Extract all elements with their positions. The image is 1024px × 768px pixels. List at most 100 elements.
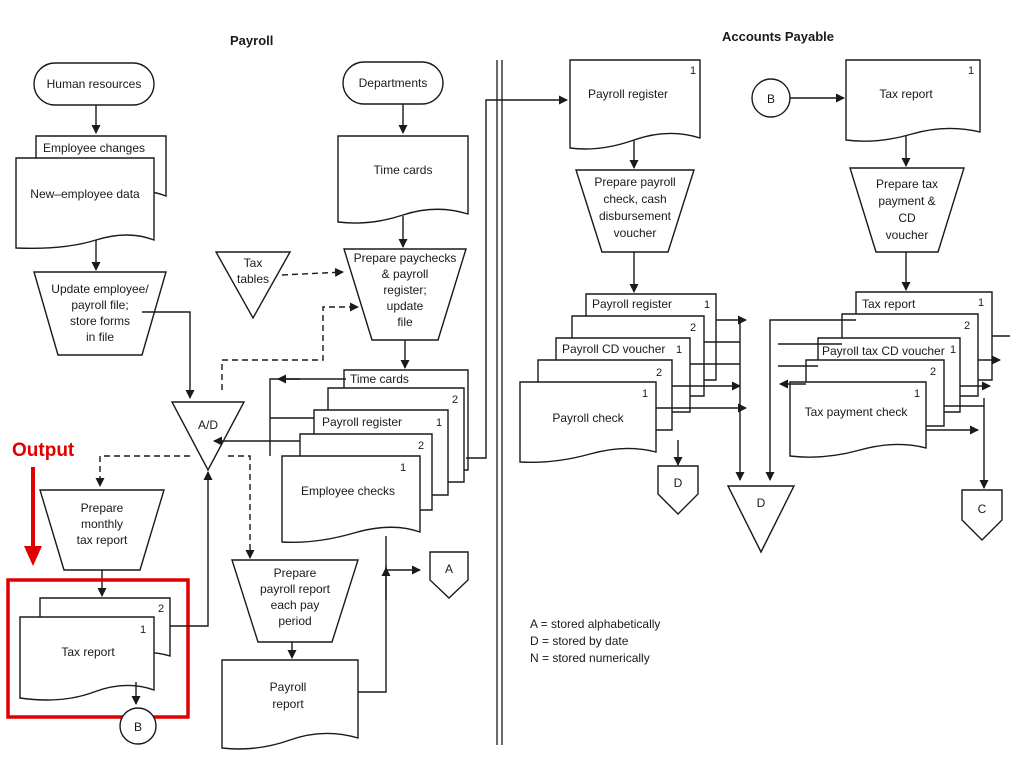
- prepare-payroll-check-line-3: disbursement: [599, 209, 672, 223]
- tax-stack-tax-report-label: Tax report: [862, 297, 916, 311]
- departments-terminal: Departments: [342, 61, 444, 105]
- update-file-process: Update employee/ payroll file; store for…: [33, 271, 167, 356]
- employee-changes-label: Employee changes: [43, 141, 145, 155]
- ad-file-label: A/D: [198, 418, 218, 432]
- ap-stack-copy-number: 2: [690, 322, 696, 334]
- connector-c-label: C: [978, 502, 987, 516]
- prepare-tax-payment-line-4: voucher: [886, 228, 929, 242]
- prepare-paychecks-line-3: register;: [383, 283, 426, 297]
- connector-c: C: [961, 489, 1003, 541]
- prepare-paychecks-line-2: & payroll: [382, 267, 429, 281]
- update-file-line-2: payroll file;: [71, 298, 128, 312]
- payroll-report-line-1: Payroll: [270, 680, 307, 694]
- tax-stack-copy-number: 1: [978, 297, 984, 309]
- prepare-payroll-report-process: Prepare payroll report each pay period: [231, 559, 359, 643]
- connector-b-label: B: [134, 720, 142, 734]
- tax-tables-line-1: Tax: [244, 256, 263, 270]
- connector-b-ap-label: B: [767, 92, 775, 106]
- legend-item-n: N = stored numerically: [530, 651, 650, 665]
- prepare-monthly-line-2: monthly: [81, 517, 123, 531]
- ap-stack-payroll-check-label: Payroll check: [552, 411, 624, 425]
- ap-tax-stack: Tax report 1 2 Payroll tax CD voucher 1 …: [789, 291, 993, 458]
- stack-copy-number: 1: [400, 462, 406, 474]
- output-annotation-arrow: [24, 467, 42, 566]
- payroll-header: Payroll: [230, 33, 273, 48]
- ap-tax-report-copy: 1: [968, 65, 974, 77]
- prepare-payroll-report-line-3: each pay: [271, 598, 320, 612]
- update-file-line-4: in file: [86, 330, 114, 344]
- ap-payroll-register-copy: 1: [690, 65, 696, 77]
- time-cards-document: Time cards: [337, 135, 469, 224]
- payroll-report-document: Payroll report: [221, 659, 359, 750]
- tax-stack-cd-voucher-label: Payroll tax CD voucher: [822, 344, 945, 358]
- stack-payroll-register-label: Payroll register: [322, 415, 402, 429]
- prepare-monthly-process: Prepare monthly tax report: [39, 489, 165, 571]
- connector-a-label: A: [445, 562, 453, 576]
- ap-stack-copy-number: 1: [704, 299, 710, 311]
- prepare-tax-payment-line-1: Prepare tax: [876, 177, 938, 191]
- ap-stack-payroll-cd-voucher-label: Payroll CD voucher: [562, 342, 665, 356]
- update-file-line-3: store forms: [70, 314, 130, 328]
- legend-item-a: A = stored alphabetically: [530, 617, 660, 631]
- tax-report-documents: 2 1 Tax report: [19, 597, 171, 701]
- prepare-tax-payment-process: Prepare tax payment & CD voucher: [849, 167, 965, 253]
- tax-report-copy-number: 2: [158, 603, 164, 615]
- section-divider: [496, 60, 503, 745]
- prepare-tax-payment-line-3: CD: [898, 211, 916, 225]
- stack-copy-number: 2: [452, 394, 458, 406]
- departments-label: Departments: [359, 76, 428, 90]
- time-cards-label: Time cards: [374, 163, 433, 177]
- prepare-payroll-check-line-4: voucher: [614, 226, 657, 240]
- new-employee-data-document: New–employee data: [15, 157, 155, 250]
- connector-a: A: [429, 551, 469, 599]
- connector-b-payroll: B: [119, 707, 157, 745]
- connector-b-ap: B: [751, 78, 791, 118]
- payroll-output-stack: Time cards 2 Payroll register 1 2 1 Empl…: [281, 369, 469, 543]
- human-resources-terminal: Human resources: [33, 62, 155, 106]
- tax-report-copy-number: 1: [140, 624, 146, 636]
- tax-stack-copy-number: 1: [914, 388, 920, 400]
- tax-tables-file: Tax tables: [214, 251, 292, 320]
- stack-time-cards-label: Time cards: [350, 372, 409, 386]
- payroll-report-line-2: report: [272, 697, 304, 711]
- ap-stack-copy-number: 1: [642, 388, 648, 400]
- new-employee-data-label: New–employee data: [30, 187, 140, 201]
- tax-stack-copy-number: 2: [930, 366, 936, 378]
- stack-copy-number: 1: [436, 417, 442, 429]
- ap-output-stack: Payroll register 1 2 Payroll CD voucher …: [519, 293, 717, 463]
- update-file-line-1: Update employee/: [51, 282, 149, 296]
- accounts-payable-header: Accounts Payable: [722, 29, 834, 44]
- connector-d-small-label: D: [674, 476, 683, 490]
- tax-stack-copy-number: 1: [950, 344, 956, 356]
- prepare-monthly-line-1: Prepare: [81, 501, 124, 515]
- ap-tax-report-label: Tax report: [879, 87, 933, 101]
- connector-d-large: D: [726, 485, 796, 554]
- prepare-payroll-report-line-2: payroll report: [260, 582, 331, 596]
- prepare-payroll-report-line-4: period: [278, 614, 311, 628]
- ap-stack-copy-number: 1: [676, 344, 682, 356]
- ap-tax-report-document: 1 Tax report: [845, 59, 981, 142]
- connector-d-small: D: [657, 465, 699, 515]
- prepare-payroll-check-line-2: check, cash: [603, 192, 666, 206]
- prepare-paychecks-process: Prepare paychecks & payroll register; up…: [343, 248, 467, 341]
- ap-payroll-register-document: 1 Payroll register: [569, 59, 701, 150]
- connector-d-large-label: D: [757, 496, 766, 510]
- output-highlight-box: [6, 578, 190, 719]
- legend: A = stored alphabetically D = stored by …: [530, 617, 660, 665]
- tax-stack-tax-payment-check-label: Tax payment check: [805, 405, 909, 419]
- prepare-tax-payment-line-2: payment &: [878, 194, 935, 208]
- prepare-payroll-report-line-1: Prepare: [274, 566, 317, 580]
- prepare-payroll-check-line-1: Prepare payroll: [594, 175, 675, 189]
- prepare-monthly-line-3: tax report: [77, 533, 128, 547]
- output-annotation-label: Output: [12, 440, 75, 461]
- stack-employee-checks-label: Employee checks: [301, 484, 395, 498]
- prepare-paychecks-line-1: Prepare paychecks: [354, 251, 457, 265]
- ad-file: A/D: [170, 401, 246, 472]
- human-resources-label: Human resources: [47, 77, 142, 91]
- tax-tables-line-2: tables: [237, 272, 269, 286]
- ap-stack-copy-number: 2: [656, 367, 662, 379]
- prepare-paychecks-line-5: file: [397, 315, 413, 329]
- stack-copy-number: 2: [418, 440, 424, 452]
- ap-stack-payroll-register-label: Payroll register: [592, 297, 672, 311]
